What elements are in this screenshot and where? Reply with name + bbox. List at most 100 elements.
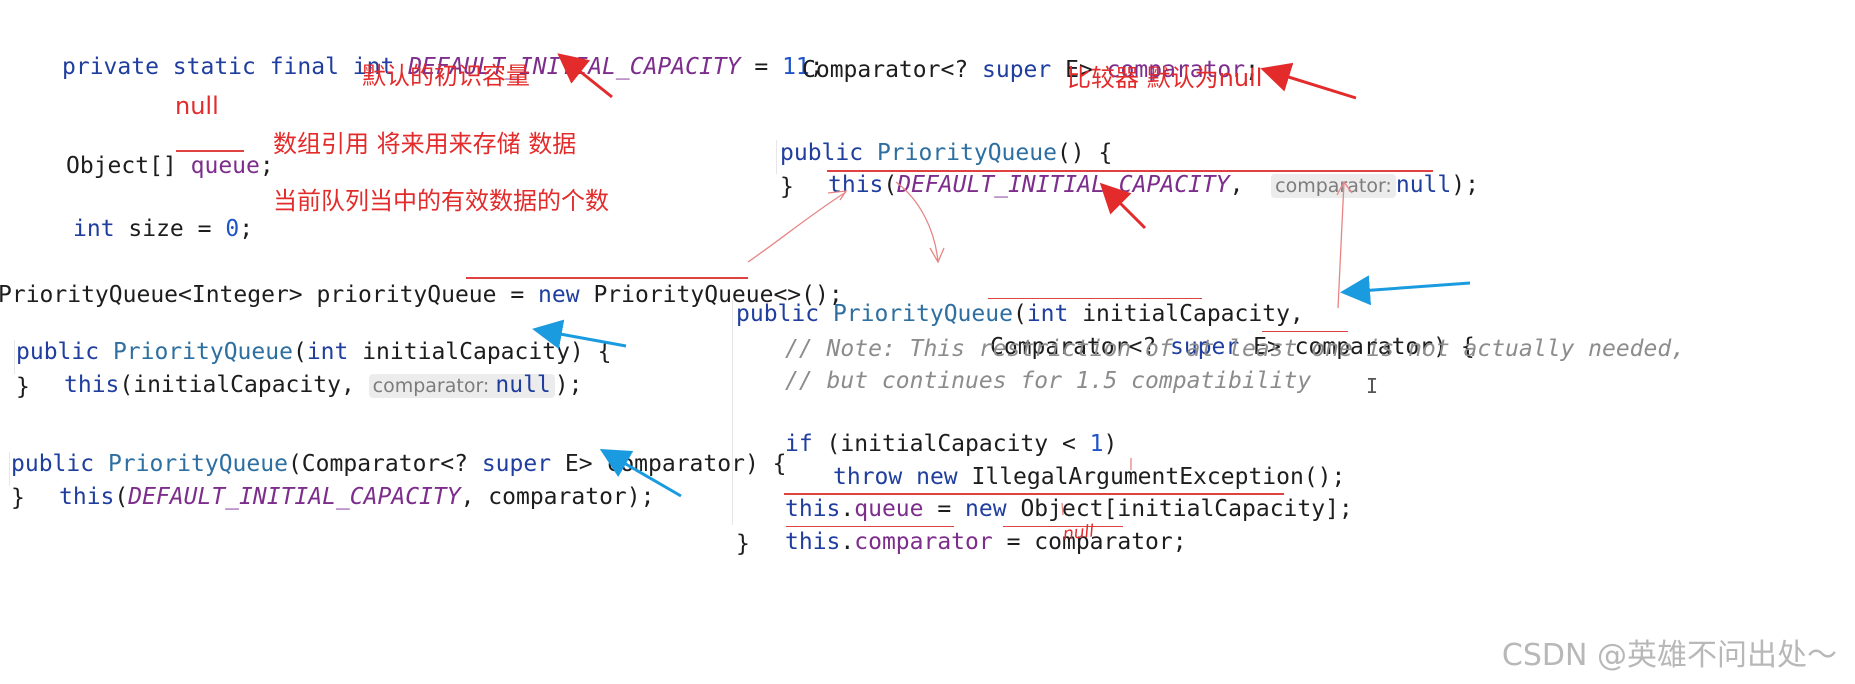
comparator-generic: E> [1051,57,1107,83]
ctor-default-name: PriorityQueue [876,140,1057,166]
ctor-default-underline [827,170,1433,172]
ctor-capacity-name: PriorityQueue [112,339,293,365]
queue-null-note: null [175,92,219,120]
red-arrow-comparator [1260,62,1357,100]
ctor-full-signature-1: public PriorityQueue(int initialCapacity… [736,269,1304,329]
comparator-assignment: this.comparator = comparator; [785,497,1187,557]
ctor-capacity-this: this [64,372,120,398]
usage-new: new [538,282,580,308]
comparator-param-underline [1262,331,1348,332]
cmp-assign-underline-1 [786,526,954,527]
initial-capacity-underline [988,298,1202,299]
ctor-comparator-body: this(DEFAULT_INITIAL_CAPACITY, comparato… [59,452,654,512]
queue-assign-this: this [785,496,841,522]
queue-declaration: Object[] queue; [66,121,274,181]
if-statement: if (initialCapacity < 1) [785,399,1117,459]
if-keyword: if [785,431,813,457]
queue-field: queue [190,153,260,179]
ctor-default-open: ( [883,172,898,198]
size-note: 当前队列当中的有效数据的个数 [273,187,609,215]
usage-underline [466,277,748,279]
if-end: ) [1103,431,1118,457]
throw-new: new [916,464,958,490]
size-end: ; [239,216,254,242]
ctor-capacity-close: } [16,374,30,400]
comparator-hint-label: comparator: [372,375,490,397]
ctor-default-end: () { [1056,140,1113,166]
ctor-default-body: this(DEFAULT_INITIAL_CAPACITY, comparato… [828,140,1479,201]
if-number: 1 [1089,431,1104,457]
ctor-full-close: } [736,531,750,557]
ctor-full-param2: E> comparator) { [1239,334,1475,360]
comparator-param-hint: comparator: null [368,372,555,398]
cmp-assign-dot: . [840,529,855,555]
ctor-comparator-args: , comparator); [460,484,655,510]
ctor-full-gutter [732,300,733,525]
cmp-assign-underline-2 [1003,526,1123,527]
ctor-default-body-end: ); [1451,172,1479,198]
throw-statement: throw new IllegalArgumentException(); [833,432,1345,492]
ctor-comparator-open: ( [114,484,129,510]
comparator-param-hint-2: comparator: [1271,174,1396,198]
ctor-capacity-body: this(initialCapacity, comparator: null); [64,340,582,401]
ctor-capacity-end: ); [554,372,583,398]
usage-decl: PriorityQueue<Integer> priorityQueue = [0,282,539,308]
comparator-type: Comparator<? [802,57,983,83]
queue-end: ; [259,153,274,179]
comparator-note: 比较器 默认为null [1067,64,1263,92]
ctor-comparator-gutter [9,452,10,486]
ctor-full-super: super [1170,334,1240,360]
cmp-assign-this: this [785,529,841,555]
comparator-field: comparator [1106,57,1246,83]
cmp-assign-rhs: = comparator; [992,529,1187,555]
ctor-full-signature-2: Comparator<? super E> comparator) { [990,302,1475,362]
ctor-capacity-public: public [16,339,113,365]
ctor-comparator-this: this [59,484,115,510]
comment-line-1: // Note: This restriction of at least on… [785,336,1686,362]
capacity-note: 默认的初识容量 [362,62,530,90]
ctor-full-paren: ( [1012,301,1027,327]
usage-line: PriorityQueue<Integer> priorityQueue = n… [0,250,843,310]
throw-exception: IllegalArgumentException(); [957,464,1346,490]
queue-underline [176,150,244,152]
queue-assign-dot: . [840,496,855,522]
queue-assign-new: new [965,496,1007,522]
queue-assign-field: queue [854,496,924,522]
capacity-eq: = [740,54,783,80]
queue-type: Object[] [66,153,191,179]
ctor-default-this: this [828,172,884,198]
null-literal-2: null [1395,172,1452,198]
capacity-end: ; [809,54,824,80]
size-declaration: int size = 0; [73,184,253,244]
ctor-comparator-super: super [481,451,552,477]
ctor-default-comma: , [1229,172,1272,198]
capacity-modifiers: private static final int [62,54,409,80]
text-cursor-icon: I [1366,374,1379,398]
comparator-declaration: Comparator<? super E> comparator; [802,25,1259,85]
ctor-comparator-public: public [11,451,108,477]
ctor-full-name: PriorityQueue [832,301,1013,327]
size-type: int [73,216,115,242]
throw-keyword: throw [833,464,903,490]
ctor-capacity-paren: ( [292,339,307,365]
ctor-comparator-name: PriorityQueue [107,451,288,477]
size-name: size = [114,216,226,242]
ctor-default-close: } [780,174,794,200]
ctor-capacity-int: int [306,339,349,365]
ctor-full-cmp-type: Comparator<? [990,334,1171,360]
comparator-super: super [982,57,1052,83]
queue-assign-eq: = [923,496,966,522]
ctor-full-int: int [1026,301,1069,327]
ctor-full-public: public [736,301,833,327]
null-literal: null [495,372,551,398]
flow-head-default-to-full [929,247,945,264]
ctor-capacity-gutter [14,340,15,374]
blue-arrow-full-ctor [1340,275,1471,306]
comparator-end: ; [1245,57,1259,83]
usage-ctor: PriorityQueue<>(); [579,282,843,308]
queue-assignment: this.queue = new Object[initialCapacity]… [785,464,1353,524]
ctor-default-constant: DEFAULT_INITIAL_CAPACITY [897,172,1230,198]
ctor-default-signature: public PriorityQueue() { [780,108,1112,168]
comment-line-2: // but continues for 1.5 compatibility [785,368,1312,394]
ctor-comparator-paren: (Comparator<? [287,451,482,477]
